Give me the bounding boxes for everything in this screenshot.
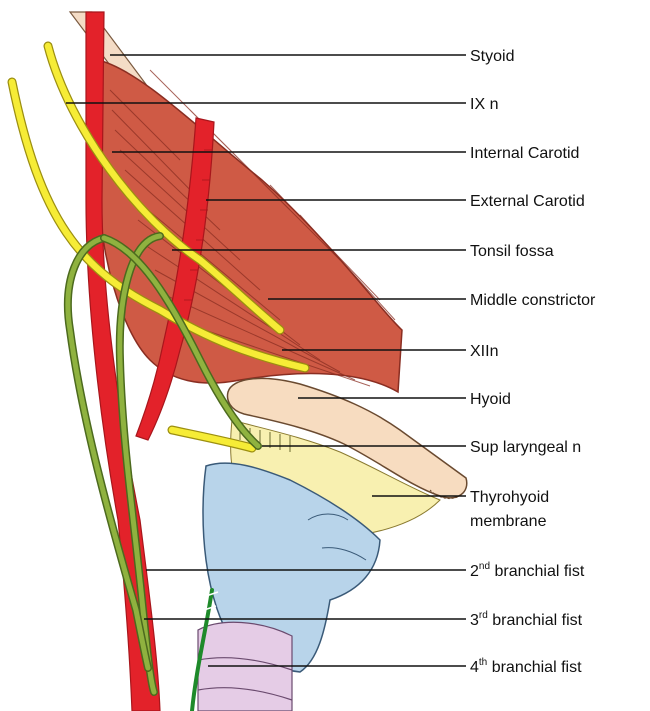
middle-constrictor-muscle <box>98 60 402 392</box>
label-3rd-text: branchial fist <box>488 612 583 629</box>
label-external-carotid: External Carotid <box>470 193 585 210</box>
label-2nd-sup: nd <box>479 561 490 572</box>
label-ix-n: IX n <box>470 96 498 113</box>
label-internal-carotid: Internal Carotid <box>470 145 579 162</box>
label-styoid: Styoid <box>470 48 514 65</box>
label-3rd-sup: rd <box>479 610 488 621</box>
label-thyrohyoid-line2: membrane <box>470 513 547 530</box>
label-3rd-num: 3 <box>470 612 479 629</box>
label-middle-constrictor: Middle constrictor <box>470 292 596 309</box>
label-xii-n: XIIn <box>470 343 498 360</box>
label-hyoid: Hyoid <box>470 391 511 408</box>
label-4th-branchial-fist: 4th branchial fist <box>470 657 582 676</box>
label-4th-text: branchial fist <box>487 659 582 676</box>
label-2nd-text: branchial fist <box>490 563 585 580</box>
label-4th-sup: th <box>479 657 487 668</box>
label-2nd-num: 2 <box>470 563 479 580</box>
label-sup-laryngeal-n: Sup laryngeal n <box>470 439 581 456</box>
label-tonsil-fossa: Tonsil fossa <box>470 243 554 260</box>
label-2nd-branchial-fist: 2nd branchial fist <box>470 561 585 580</box>
label-4th-num: 4 <box>470 659 479 676</box>
label-3rd-branchial-fist: 3rd branchial fist <box>470 610 583 629</box>
labels: Styoid IX n Internal Carotid External Ca… <box>470 48 596 676</box>
label-thyrohyoid-line1: Thyrohyoid <box>470 489 549 506</box>
